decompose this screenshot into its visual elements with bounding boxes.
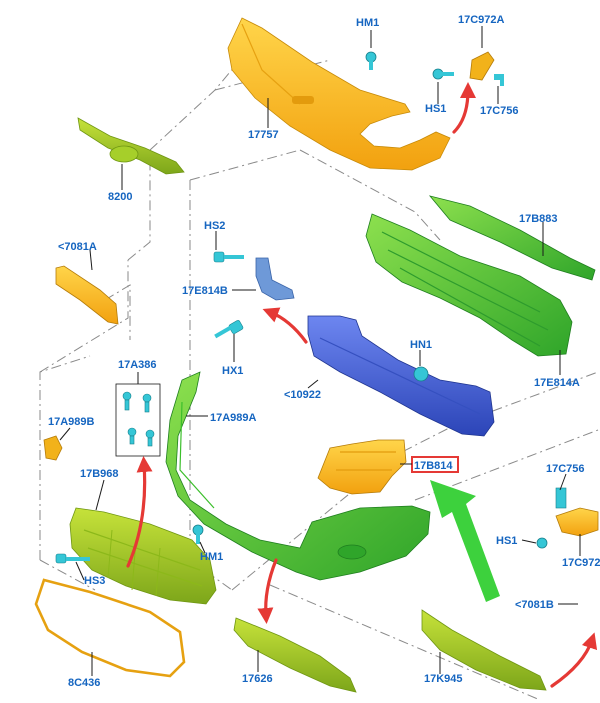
trim-strip-17k945[interactable] bbox=[421, 609, 547, 691]
label-17e814a: 17E814A bbox=[534, 377, 580, 389]
label-17k945: 17K945 bbox=[424, 673, 463, 685]
label-hs1-top: HS1 bbox=[425, 103, 446, 115]
fastener-17c756-top[interactable] bbox=[494, 74, 504, 86]
callout-arrows bbox=[126, 82, 598, 688]
absorber-part-17b883[interactable] bbox=[365, 195, 596, 357]
label-8c436: 8C436 bbox=[68, 677, 100, 689]
label-17a386: 17A386 bbox=[118, 359, 157, 371]
reinforcement-beam-10922[interactable] bbox=[307, 315, 495, 437]
label-8200: 8200 bbox=[108, 191, 132, 203]
bracket-17a989b[interactable] bbox=[43, 435, 63, 461]
fastener-hm1-bottom[interactable] bbox=[192, 524, 204, 544]
pointer-arrow bbox=[430, 480, 500, 602]
label-17e814b: 17E814B bbox=[182, 285, 228, 297]
fastener-17c756-right[interactable] bbox=[555, 487, 567, 509]
lower-bumper-cover-17a989a[interactable] bbox=[165, 371, 431, 581]
fastener-hx1[interactable] bbox=[214, 320, 244, 339]
label-17a989b: 17A989B bbox=[48, 416, 95, 428]
bracket-17c972-right[interactable] bbox=[555, 507, 599, 537]
leader-lines bbox=[59, 26, 581, 676]
fastener-hs1-right[interactable] bbox=[536, 537, 548, 549]
label-hx1: HX1 bbox=[222, 365, 243, 377]
label-hs3: HS3 bbox=[84, 575, 105, 587]
label-7081b: <7081B bbox=[515, 599, 554, 611]
fastener-hm1-top[interactable] bbox=[365, 51, 377, 70]
fastener-hs1-top[interactable] bbox=[432, 68, 454, 80]
label-hn1: HN1 bbox=[410, 339, 432, 351]
label-17b883: 17B883 bbox=[519, 213, 558, 225]
label-17b968: 17B968 bbox=[80, 468, 119, 480]
bracket-17b814[interactable] bbox=[317, 439, 407, 495]
label-7081a: <7081A bbox=[58, 241, 97, 253]
label-17c972-right: 17C972 bbox=[562, 557, 600, 569]
bracket-17c972a[interactable] bbox=[469, 51, 495, 81]
upper-bumper-cover-part[interactable] bbox=[227, 17, 451, 171]
label-17a989a: 17A989A bbox=[210, 412, 257, 424]
lower-grille-17b968[interactable] bbox=[69, 507, 217, 605]
seal-8c436[interactable] bbox=[34, 578, 186, 678]
part-labels: HM1 17C972A HS1 17C756 17757 8200 17B883… bbox=[48, 14, 600, 689]
label-17626: 17626 bbox=[242, 673, 273, 685]
screw-set-17a386[interactable] bbox=[115, 383, 161, 457]
label-17c756-top: 17C756 bbox=[480, 105, 519, 117]
label-17b814: 17B814 bbox=[414, 460, 453, 472]
label-17c756-right: 17C756 bbox=[546, 463, 585, 475]
label-10922: <10922 bbox=[284, 389, 321, 401]
grille-part-8200[interactable] bbox=[77, 117, 185, 175]
label-hs1-right: HS1 bbox=[496, 535, 517, 547]
bracket-17e814b[interactable] bbox=[255, 257, 295, 301]
fastener-hn1[interactable] bbox=[413, 366, 429, 382]
label-17757: 17757 bbox=[248, 129, 279, 141]
label-17c972a: 17C972A bbox=[458, 14, 505, 26]
trim-part-7081a[interactable] bbox=[55, 265, 119, 325]
label-hs2: HS2 bbox=[204, 220, 225, 232]
fastener-hs3[interactable] bbox=[55, 553, 90, 564]
trim-strip-17626[interactable] bbox=[233, 617, 357, 693]
fastener-hs2[interactable] bbox=[213, 251, 244, 263]
label-hm1-top: HM1 bbox=[356, 17, 379, 29]
label-hm1-bottom: HM1 bbox=[200, 551, 223, 563]
